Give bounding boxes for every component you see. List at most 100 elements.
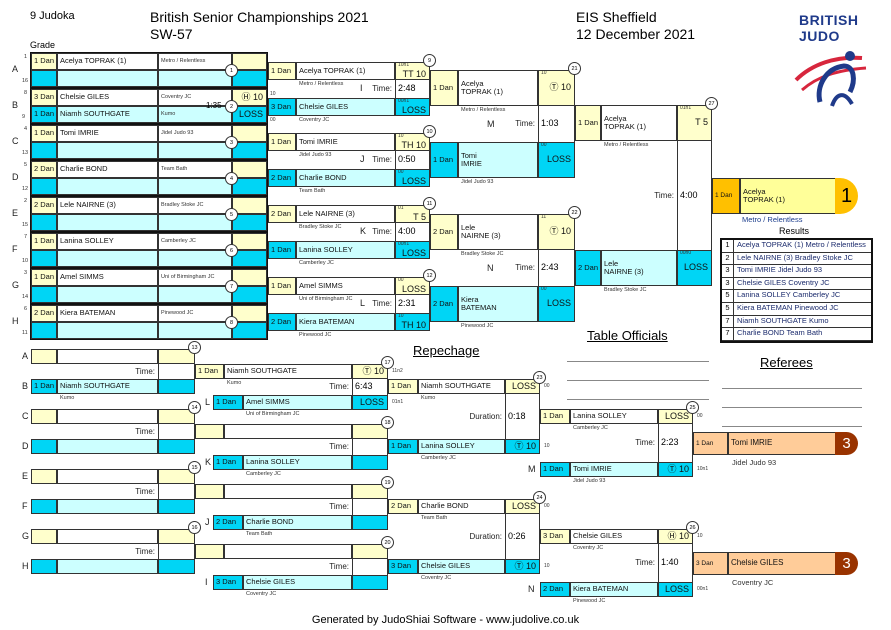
score-cell-top[interactable]: LOSS xyxy=(658,409,693,424)
competitor-name[interactable]: Charlie BOND xyxy=(296,169,395,187)
score-cell-bottom[interactable]: LOSS xyxy=(232,106,267,123)
score-cell-bottom[interactable] xyxy=(232,70,267,87)
competitor-name[interactable]: Chelsie GILES xyxy=(570,529,658,544)
competitor-name[interactable] xyxy=(57,178,158,195)
score-cell-top[interactable]: LOSS xyxy=(505,379,540,394)
score-cell-bottom[interactable] xyxy=(352,455,388,470)
score-cell-top[interactable] xyxy=(232,161,267,178)
competitor-name[interactable]: Charlie BOND xyxy=(243,515,352,530)
competitor-name[interactable] xyxy=(57,349,158,364)
score-cell-top[interactable] xyxy=(232,233,267,250)
competitor-name[interactable] xyxy=(57,469,158,484)
competitor-name[interactable]: Tomi IMRIE xyxy=(296,133,395,151)
score-cell-top[interactable] xyxy=(232,125,267,142)
competitor-name[interactable] xyxy=(224,544,352,559)
competitor-name[interactable]: Chelsie GILES xyxy=(418,559,505,574)
score-cell-top[interactable] xyxy=(352,424,388,439)
score-cell-bottom[interactable]: LOSS xyxy=(538,286,575,322)
score-cell-bottom[interactable]: LOSS xyxy=(658,582,693,597)
score-cell-bottom[interactable] xyxy=(352,575,388,590)
competitor-name[interactable]: Niamh SOUTHGATE xyxy=(224,364,352,379)
score-cell-bottom[interactable]: Ⓣ 10 xyxy=(505,559,540,574)
competitor-name[interactable]: Tomi IMRIE xyxy=(570,462,658,477)
score-cell-bottom[interactable]: Ⓣ 10 xyxy=(505,439,540,454)
score-cell-bottom[interactable] xyxy=(158,559,195,574)
competitor-name[interactable] xyxy=(57,286,158,303)
score-cell-top[interactable] xyxy=(352,544,388,559)
score-cell-top[interactable] xyxy=(232,53,267,70)
competitor-name[interactable]: Niamh SOUTHGATE xyxy=(57,106,158,123)
score-cell-bottom[interactable]: LOSS xyxy=(395,241,430,259)
score-cell-top[interactable]: LOSS xyxy=(505,499,540,514)
score-cell-top[interactable] xyxy=(232,269,267,286)
score-cell-bottom[interactable]: LOSS xyxy=(538,142,575,178)
score-cell-top[interactable] xyxy=(158,349,195,364)
score-cell-bottom[interactable] xyxy=(158,439,195,454)
score-cell-top[interactable]: TH 10 xyxy=(395,133,430,151)
score-cell-top[interactable]: LOSS xyxy=(395,277,430,295)
score-cell-top[interactable]: Ⓣ 10 xyxy=(352,364,388,379)
competitor-name[interactable] xyxy=(57,439,158,454)
competitor-name[interactable] xyxy=(57,214,158,231)
competitor-name[interactable]: Tomi IMRIE xyxy=(57,125,158,142)
competitor-name[interactable] xyxy=(224,484,352,499)
competitor-name[interactable]: Lanina SOLLEY xyxy=(570,409,658,424)
score-cell-top[interactable] xyxy=(232,305,267,322)
competitor-name[interactable]: Amel SIMMS xyxy=(296,277,395,295)
competitor-name[interactable]: Niamh SOUTHGATE xyxy=(57,379,158,394)
competitor-name[interactable] xyxy=(57,250,158,267)
score-cell-top[interactable]: Ⓗ 10 xyxy=(232,89,267,106)
competitor-name[interactable]: Kiera BATEMAN xyxy=(57,305,158,322)
score-cell-top[interactable]: TT 10 xyxy=(395,62,430,80)
score-cell-bottom[interactable]: TH 10 xyxy=(395,313,430,331)
competitor-name[interactable]: Kiera BATEMAN xyxy=(296,313,395,331)
competitor-name[interactable]: Chelsie GILES xyxy=(57,89,158,106)
competitor-name[interactable] xyxy=(57,499,158,514)
competitor-name[interactable]: Lele NAIRNE (3) xyxy=(57,197,158,214)
score-cell-top[interactable]: Ⓣ 10 xyxy=(538,214,575,250)
score-cell-bottom[interactable] xyxy=(232,178,267,195)
score-cell-bottom[interactable]: Ⓣ 10 xyxy=(658,462,693,477)
competitor-name[interactable]: Niamh SOUTHGATE xyxy=(418,379,505,394)
competitor-name[interactable]: Lanina SOLLEY xyxy=(57,233,158,250)
competitor-name[interactable]: Chelsie GILES xyxy=(243,575,352,590)
score-cell-top[interactable]: T 5 xyxy=(677,105,712,141)
score-cell-top[interactable] xyxy=(158,469,195,484)
competitor-name[interactable]: Chelsie GILES xyxy=(296,98,395,116)
score-cell-top[interactable] xyxy=(232,197,267,214)
score-cell-bottom[interactable]: LOSS xyxy=(395,98,430,116)
competitor-name[interactable]: Amel SIMMS xyxy=(57,269,158,286)
competitor-name[interactable] xyxy=(57,529,158,544)
score-cell-bottom[interactable]: LOSS xyxy=(677,250,712,286)
score-cell-bottom[interactable] xyxy=(158,499,195,514)
competitor-name[interactable]: Charlie BOND xyxy=(57,161,158,178)
score-cell-top[interactable] xyxy=(158,529,195,544)
competitor-name[interactable]: Kiera BATEMAN xyxy=(570,582,658,597)
score-cell-bottom[interactable] xyxy=(352,515,388,530)
score-cell-top[interactable]: T 5 xyxy=(395,205,430,223)
score-cell-bottom[interactable] xyxy=(232,322,267,339)
competitor-name[interactable]: Acelya TOPRAK (1) xyxy=(57,53,158,70)
competitor-name[interactable]: Lanina SOLLEY xyxy=(243,455,352,470)
score-cell-bottom[interactable] xyxy=(232,250,267,267)
score-cell-top[interactable]: Ⓣ 10 xyxy=(538,70,575,106)
competitor-name[interactable]: Lanina SOLLEY xyxy=(296,241,395,259)
score-cell-bottom[interactable] xyxy=(232,286,267,303)
competitor-name[interactable]: Lele NAIRNE (3) xyxy=(296,205,395,223)
score-cell-top[interactable]: Ⓗ 10 xyxy=(658,529,693,544)
competitor-name[interactable] xyxy=(57,409,158,424)
bronze-name[interactable]: Chelsie GILES xyxy=(728,552,836,575)
competitor-name[interactable] xyxy=(224,424,352,439)
competitor-name[interactable] xyxy=(57,70,158,87)
score-cell-bottom[interactable]: LOSS xyxy=(352,395,388,410)
score-cell-bottom[interactable]: LOSS xyxy=(395,169,430,187)
competitor-name[interactable] xyxy=(57,559,158,574)
competitor-name[interactable] xyxy=(57,142,158,159)
score-cell-top[interactable] xyxy=(158,409,195,424)
